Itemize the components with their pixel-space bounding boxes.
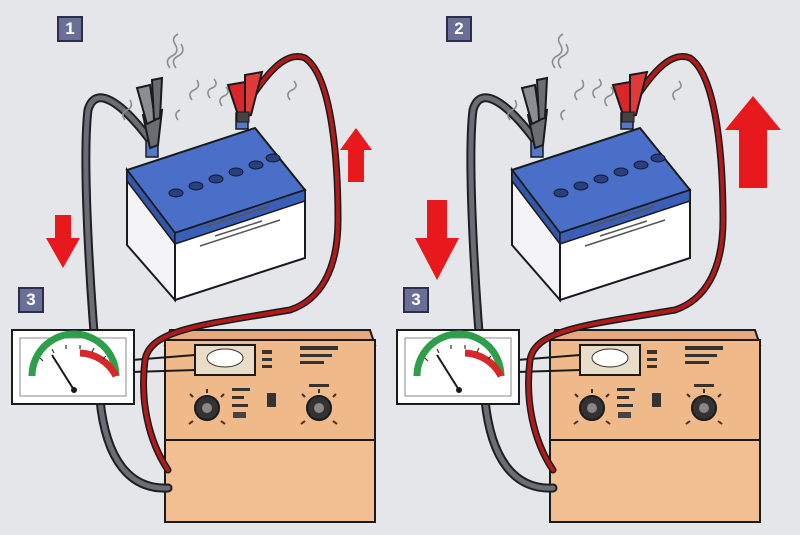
panel-1	[12, 34, 375, 522]
step-badge-2: 2	[446, 16, 472, 42]
panel-2	[397, 34, 781, 522]
meter-badge-2: 3	[403, 287, 429, 313]
current-down-arrow-icon	[415, 200, 459, 280]
current-down-arrow-icon	[46, 215, 80, 268]
current-up-arrow-icon	[725, 96, 781, 188]
meter-badge-1: 3	[18, 287, 44, 313]
current-up-arrow-icon	[340, 128, 372, 182]
step-badge-1: 1	[57, 16, 83, 42]
